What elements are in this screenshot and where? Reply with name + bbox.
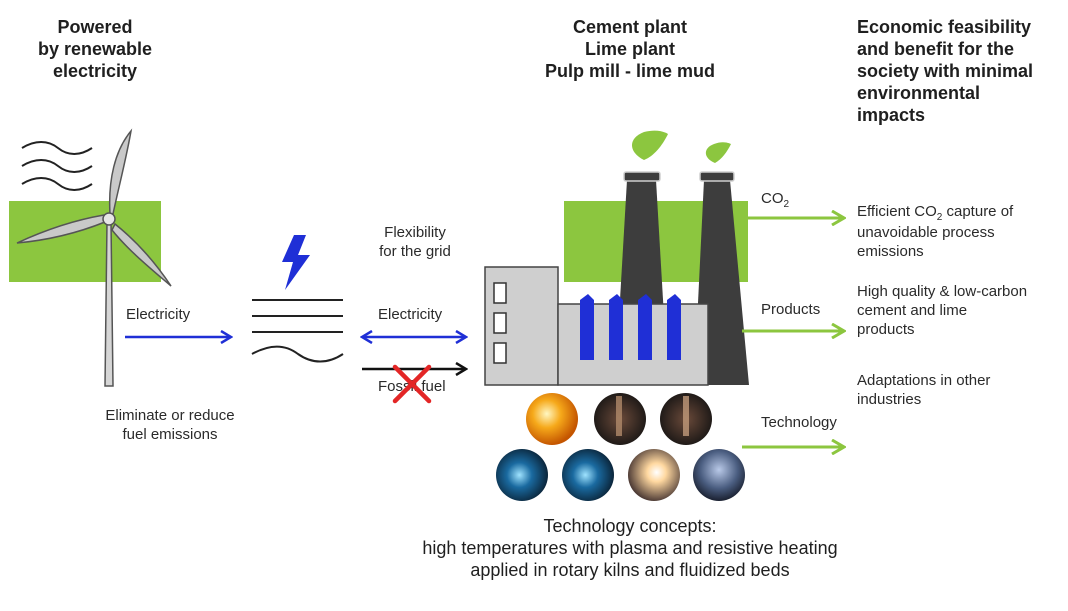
heading-renewable-line-3: electricity xyxy=(52,61,138,81)
heading-feasibility-line-2: and benefit for the xyxy=(857,39,1014,59)
outcome-co2-line-3: emissions xyxy=(857,243,924,260)
outcome-adaptations-line-2: industries xyxy=(857,391,922,408)
wind-turbine-icon xyxy=(16,128,172,387)
photo-plasma-1 xyxy=(496,449,548,501)
heading-plants: Cement plant Lime plant Pulp mill - lime… xyxy=(500,16,760,82)
electricity-label-mid: Electricity xyxy=(378,306,443,323)
photo-equipment xyxy=(693,449,745,501)
photo-plasma-2 xyxy=(562,449,614,501)
eliminate-emissions-label: Eliminate or reduce fuel emissions xyxy=(80,406,260,444)
power-lines-icon xyxy=(251,299,344,363)
outcome-co2-pre: Efficient CO xyxy=(857,203,937,220)
caption-line-1: Technology concepts: xyxy=(543,516,717,536)
outcome-quality-line-3: products xyxy=(857,321,915,338)
flexibility-label: Flexibility for the grid xyxy=(355,223,475,261)
outcome-adaptations: Adaptations in other industries xyxy=(857,371,1062,409)
heading-renewable-line-1: Powered xyxy=(57,17,133,37)
flexibility-line-1: Flexibility xyxy=(384,224,446,241)
heading-renewable-line-2: by renewable xyxy=(37,39,153,59)
heading-plants-line-1: Cement plant xyxy=(572,17,687,37)
outcome-co2-post: capture of xyxy=(942,203,1014,220)
outcome-co2-capture: Efficient CO2 capture of unavoidable pro… xyxy=(857,202,1062,261)
eliminate-line-1: Eliminate or reduce xyxy=(105,407,235,424)
electricity-label-left: Electricity xyxy=(126,306,191,323)
heading-feasibility-line-4: environmental xyxy=(857,83,981,103)
caption-line-3: applied in rotary kilns and fluidized be… xyxy=(470,560,790,580)
heading-renewable: Powered by renewable electricity xyxy=(10,16,180,82)
wind-lines-icon xyxy=(21,141,93,191)
products-label: Products xyxy=(761,301,821,318)
flexibility-line-2: for the grid xyxy=(379,243,451,260)
outcome-quality: High quality & low-carbon cement and lim… xyxy=(857,282,1062,339)
lightning-icon xyxy=(282,235,310,290)
technology-label: Technology xyxy=(761,414,837,431)
heading-feasibility-line-3: society with minimal xyxy=(857,61,1034,81)
outcome-quality-line-1: High quality & low-carbon xyxy=(857,283,1028,300)
heading-plants-line-3: Pulp mill - lime mud xyxy=(544,61,715,81)
co2-label: CO2 xyxy=(761,189,789,210)
factory-icon xyxy=(484,266,709,386)
outcome-co2-line-2: unavoidable process xyxy=(857,224,995,241)
co2-label-sub: 2 xyxy=(783,199,790,210)
eliminate-line-2: fuel emissions xyxy=(122,426,218,443)
heading-feasibility-line-5: impacts xyxy=(857,105,926,125)
technology-photos xyxy=(496,393,745,501)
caption-line-2: high temperatures with plasma and resist… xyxy=(422,538,838,558)
heading-plants-line-2: Lime plant xyxy=(584,39,675,59)
outcome-quality-line-2: cement and lime xyxy=(857,302,968,319)
heading-feasibility-line-1: Economic feasibility xyxy=(857,17,1032,37)
heading-feasibility: Economic feasibility and benefit for the… xyxy=(857,16,1067,126)
cross-icon xyxy=(392,364,432,404)
photo-flame xyxy=(526,393,578,445)
outcome-adaptations-line-1: Adaptations in other xyxy=(857,372,991,389)
photo-glow xyxy=(628,449,680,501)
leaf-icon-small xyxy=(705,142,731,163)
co2-label-main: CO xyxy=(761,190,784,207)
outcome-co2-sub: 2 xyxy=(936,212,943,223)
outcome-co2-line-1: Efficient CO2 capture of xyxy=(857,202,1062,223)
technology-concepts-caption: Technology concepts: high temperatures w… xyxy=(360,515,900,581)
leaf-icon xyxy=(632,130,668,160)
